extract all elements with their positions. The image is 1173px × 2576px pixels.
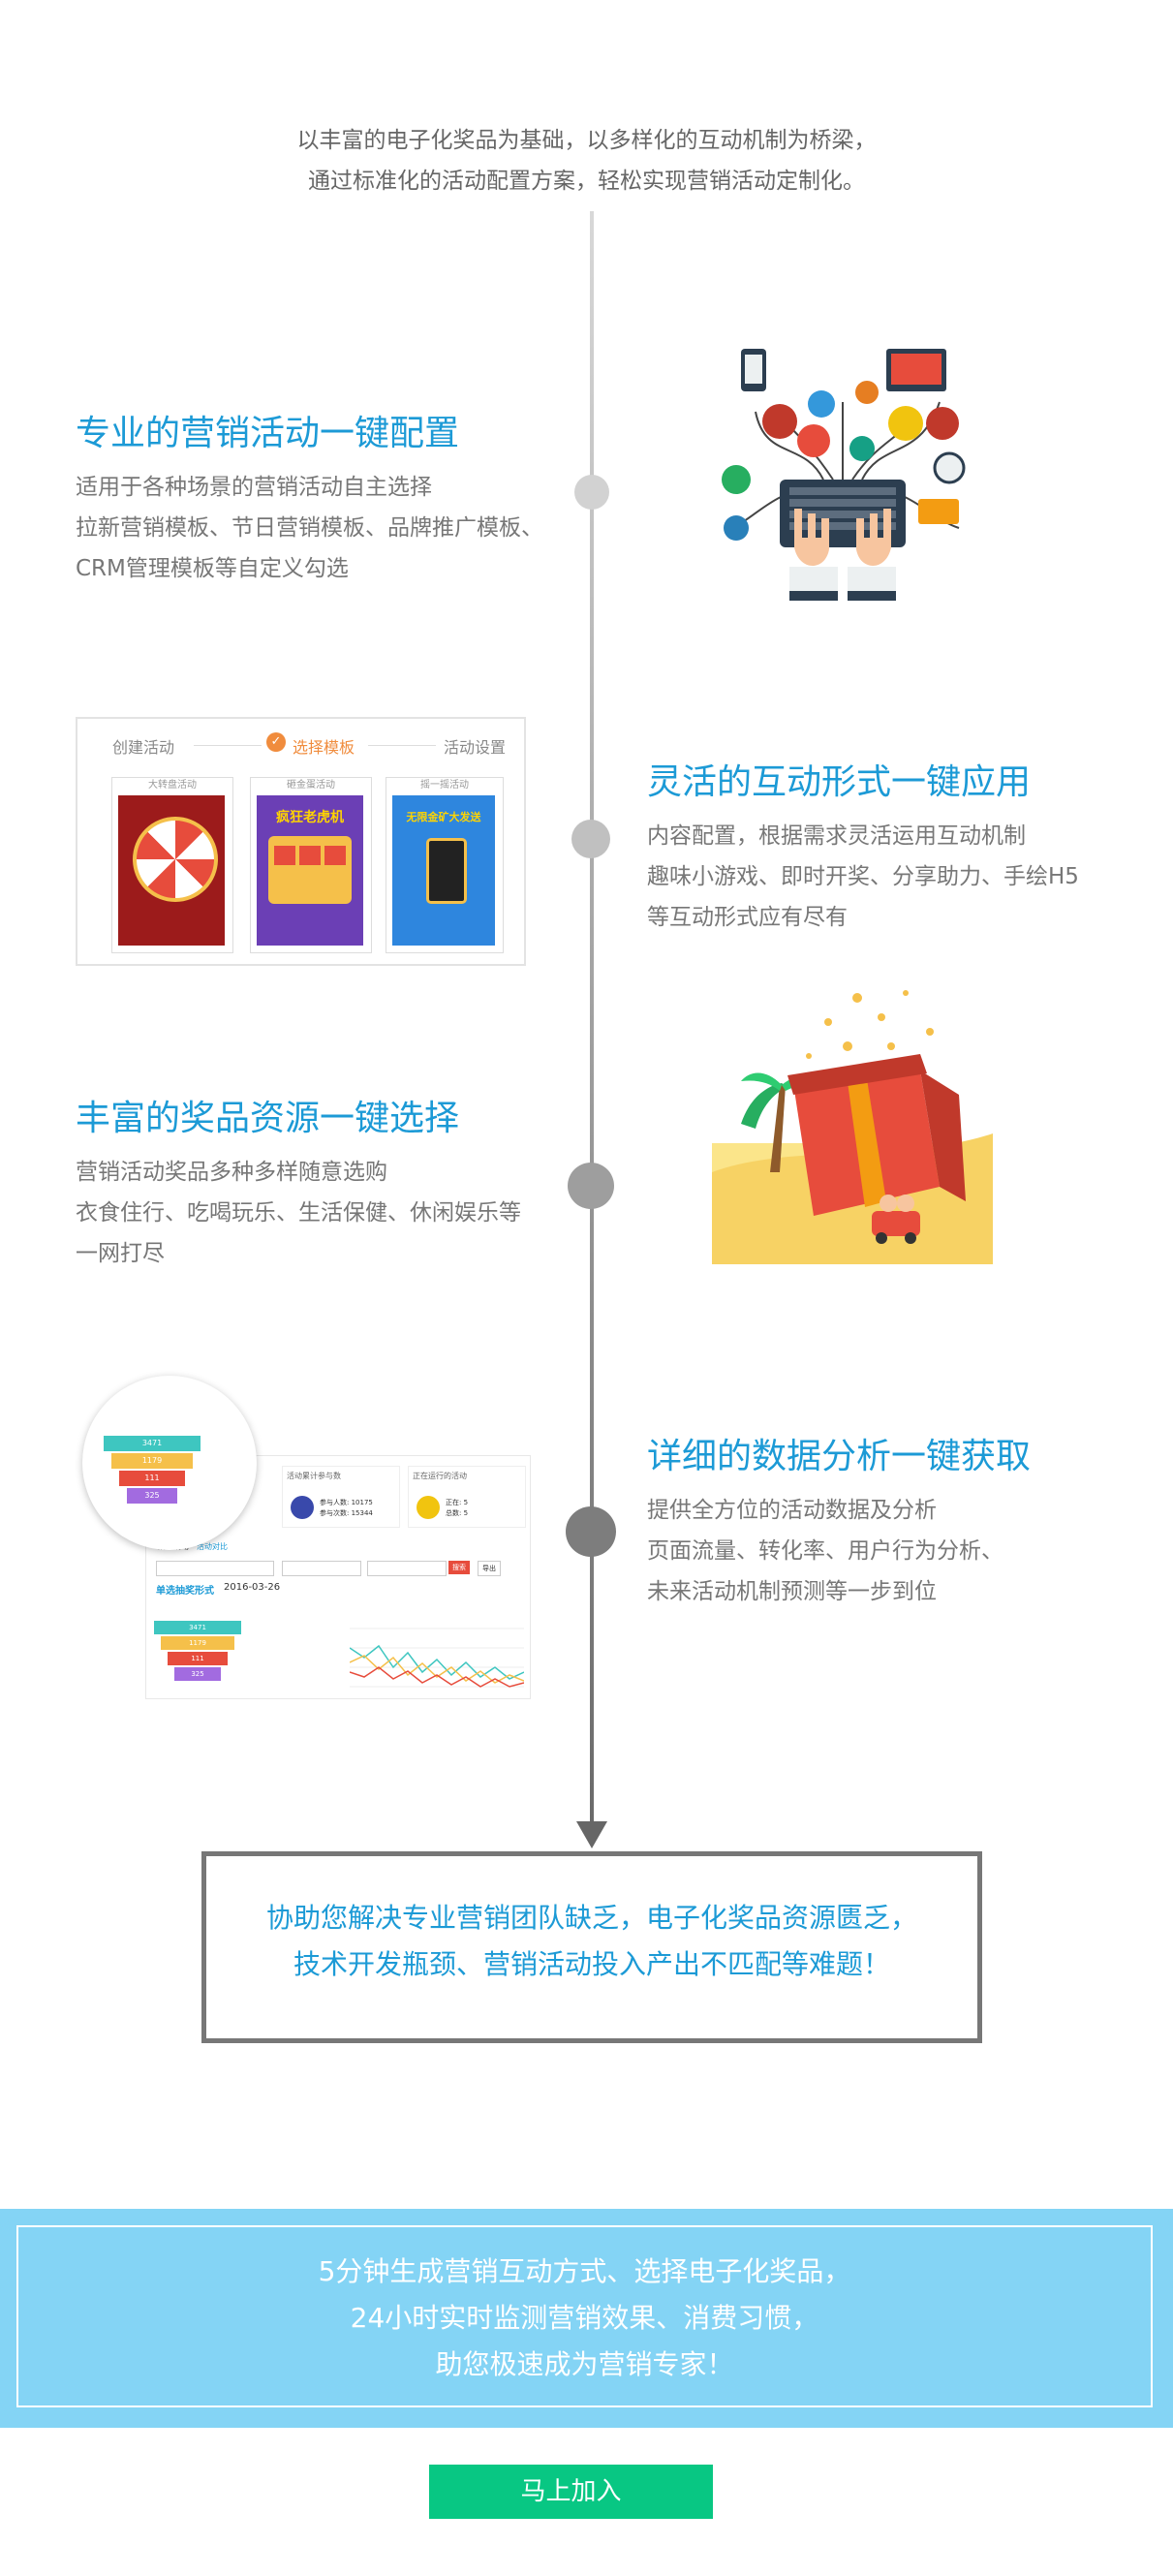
join-now-button[interactable]: 马上加入 [429, 2465, 713, 2519]
export-button[interactable]: 导出 [478, 1561, 501, 1576]
callout-line: 协助您解决专业营销团队缺乏，电子化奖品资源匮乏， [265, 1902, 917, 1934]
funnel-bar: 3471 [104, 1436, 201, 1451]
slot-poster: 疯狂老虎机 [257, 795, 363, 946]
funnel-bar: 3471 [154, 1621, 241, 1634]
solution-callout: 协助您解决专业营销团队缺乏，电子化奖品资源匮乏， 技术开发瓶颈、营销活动投入产出… [201, 1851, 982, 2043]
filter-input[interactable] [282, 1561, 361, 1576]
feature-config: 专业的营销活动一键配置 适用于各种场景的营销活动自主选择 拉新营销模板、节日营销… [76, 405, 543, 589]
intro-line-2: 通过标准化的活动配置方案，轻松实现营销活动定制化。 [308, 169, 865, 194]
feature-line: 提供全方位的活动数据及分析 [647, 1498, 937, 1523]
timeline-dot-2 [571, 820, 610, 858]
step-settings: 活动设置 [444, 738, 507, 757]
shake-poster: 无限金矿大发送 [392, 795, 495, 946]
banner-line: 5分钟生成营销互动方式、选择电子化奖品， [318, 2255, 851, 2287]
feature-line: 页面流量、转化率、用户行为分析、 [647, 1538, 1003, 1564]
funnel-bar: 325 [174, 1667, 221, 1681]
step-divider [368, 745, 436, 746]
funnel-bar: 1179 [161, 1636, 234, 1650]
slot-cell [299, 846, 321, 865]
intro-line-1: 以丰富的电子化奖品为基础，以多样化的互动机制为桥梁， [296, 128, 877, 153]
wheel-poster [118, 795, 225, 946]
section-title: 单选抽奖形式 [156, 1586, 214, 1597]
check-icon: ✓ [266, 732, 286, 752]
feature-line: 内容配置，根据需求灵活运用互动机制 [647, 823, 1026, 849]
step-select-template: 选择模板 [293, 738, 355, 757]
slot-cell [274, 846, 295, 865]
feature-line: CRM管理模板等自定义勾选 [76, 556, 349, 581]
gift-box-illustration [712, 990, 993, 1264]
template-thumb[interactable]: 摇一摇活动 无限金矿大发送 [386, 777, 504, 953]
stat-line: 参与次数: 15344 [320, 1509, 373, 1517]
section-date: 2016-03-26 [224, 1582, 281, 1593]
feature-interaction: 灵活的互动形式一键应用 内容配置，根据需求灵活运用互动机制 趣味小游戏、即时开奖… [647, 754, 1079, 938]
funnel-chart: 3471 1179 111 325 [154, 1621, 241, 1683]
intro-text: 以丰富的电子化奖品为基础，以多样化的互动机制为桥梁， 通过标准化的活动配置方案，… [0, 120, 1173, 202]
feature-line: 营销活动奖品多种多样随意选购 [76, 1160, 387, 1185]
funnel-bar: 1179 [111, 1453, 193, 1469]
funnel-bar: 325 [127, 1488, 177, 1504]
laptop-icons-illustration [722, 349, 966, 601]
poster-title: 疯狂老虎机 [276, 810, 344, 825]
layers-icon [291, 1496, 314, 1519]
banner-line: 助您极速成为营销专家！ [435, 2348, 734, 2380]
bulb-icon [417, 1496, 440, 1519]
template-name: 大转盘活动 [148, 780, 197, 791]
wheel-icon [133, 817, 218, 902]
stat-title: 正在运行的活动 [413, 1472, 467, 1480]
feature-title: 详细的数据分析一键获取 [647, 1437, 1032, 1476]
filter-input[interactable] [367, 1561, 447, 1576]
stat-line: 正在: 5 [446, 1499, 469, 1506]
feature-line: 趣味小游戏、即时开奖、分享助力、手绘H5 [647, 864, 1079, 889]
callout-line: 技术开发瓶颈、营销活动投入产出不匹配等难题！ [293, 1948, 890, 1980]
feature-title: 专业的营销活动一键配置 [76, 414, 460, 453]
feature-line: 一网打尽 [76, 1241, 165, 1266]
step-divider [194, 745, 262, 746]
template-name: 砸金蛋活动 [287, 780, 335, 791]
search-button[interactable]: 搜索 [448, 1561, 470, 1574]
timeline-arrow-icon [576, 1821, 607, 1848]
funnel-bar: 111 [119, 1471, 185, 1486]
feature-line: 衣食住行、吃喝玩乐、生活保健、休闲娱乐等 [76, 1200, 521, 1226]
slot-cell [324, 846, 346, 865]
poster-title: 无限金矿大发送 [406, 811, 481, 823]
funnel-magnifier: 3471 1179 111 325 [82, 1376, 257, 1550]
feature-line: 未来活动机制预测等一步到位 [647, 1579, 937, 1604]
data-analytics-card: 活动累计参与数 参与人数: 10175 参与次数: 15344 正在运行的活动 … [145, 1455, 531, 1699]
stat-line: 参与人数: 10175 [320, 1499, 373, 1506]
template-thumb[interactable]: 大转盘活动 [111, 777, 233, 953]
feature-title: 灵活的互动形式一键应用 [647, 762, 1032, 802]
timeline-dot-4 [566, 1506, 616, 1557]
stat-box-running: 正在运行的活动 正在: 5 总数: 5 [408, 1466, 526, 1528]
funnel-bar: 111 [168, 1652, 228, 1665]
tab-compare[interactable]: 活动对比 [197, 1542, 228, 1551]
phone-icon [426, 838, 467, 904]
template-thumb[interactable]: 砸金蛋活动 疯狂老虎机 [250, 777, 372, 953]
feature-analytics: 详细的数据分析一键获取 提供全方位的活动数据及分析 页面流量、转化率、用户行为分… [647, 1428, 1031, 1612]
stat-line: 总数: 5 [446, 1509, 469, 1517]
feature-title: 丰富的奖品资源一键选择 [76, 1099, 460, 1138]
feature-line: 适用于各种场景的营销活动自主选择 [76, 475, 432, 500]
promo-banner-inner: 5分钟生成营销互动方式、选择电子化奖品， 24小时实时监测营销效果、消费习惯， … [16, 2225, 1153, 2407]
filter-input[interactable] [156, 1561, 274, 1576]
template-select-card: 创建活动 ✓ 选择模板 活动设置 大转盘活动 砸金蛋活动 疯狂老虎机 摇一摇活动… [76, 717, 526, 966]
template-name: 摇一摇活动 [420, 780, 469, 791]
banner-line: 24小时实时监测营销效果、消费习惯， [350, 2302, 819, 2334]
feature-line: 拉新营销模板、节日营销模板、品牌推广模板、 [76, 515, 543, 541]
timeline-dot-1 [574, 475, 609, 510]
stat-box-participants: 活动累计参与数 参与人数: 10175 参与次数: 15344 [282, 1466, 400, 1528]
stat-title: 活动累计参与数 [287, 1472, 341, 1480]
step-create: 创建活动 [112, 738, 175, 757]
timeline-line [590, 211, 594, 1823]
feature-prizes: 丰富的奖品资源一键选择 营销活动奖品多种多样随意选购 衣食住行、吃喝玩乐、生活保… [76, 1090, 521, 1274]
trend-line-chart [350, 1628, 524, 1688]
feature-line: 等互动形式应有尽有 [647, 905, 848, 930]
promo-banner: 5分钟生成营销互动方式、选择电子化奖品， 24小时实时监测营销效果、消费习惯， … [0, 2209, 1173, 2428]
timeline-dot-3 [568, 1163, 614, 1209]
